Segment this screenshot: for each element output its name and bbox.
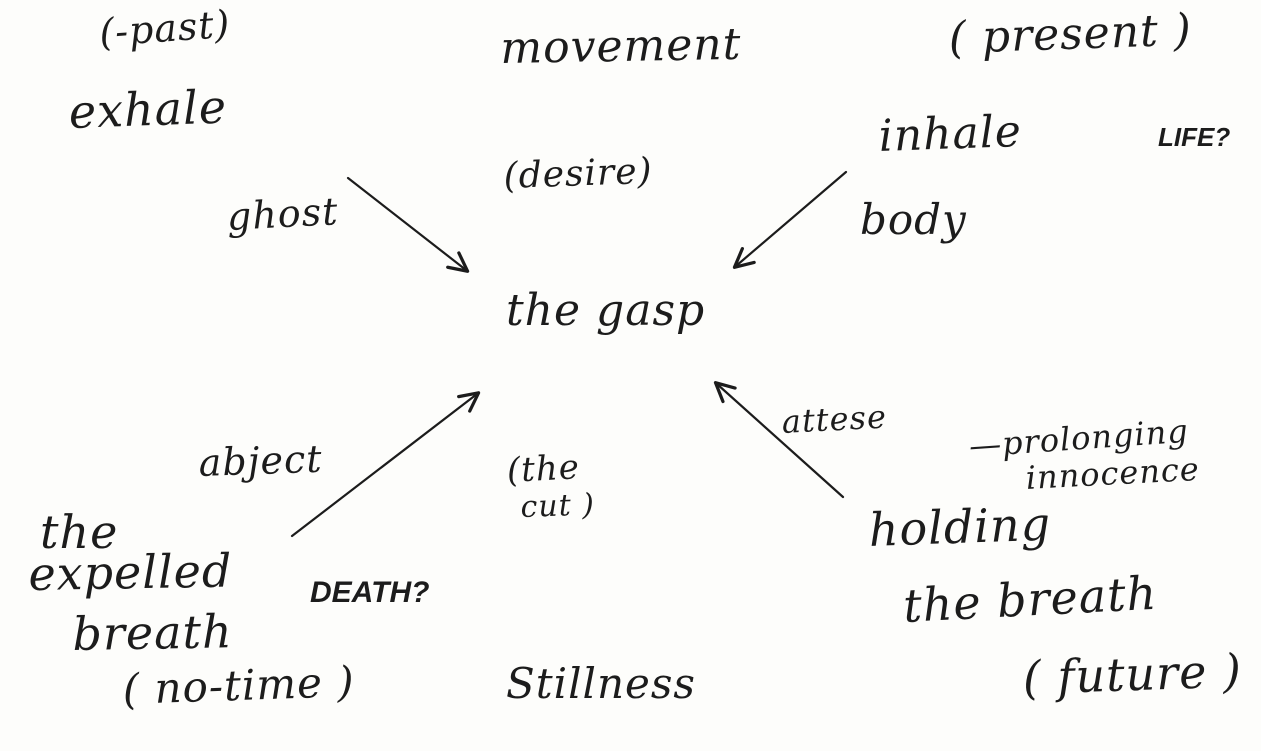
label-death-question: DEATH? [310, 576, 430, 609]
label-stillness: Stillness [506, 659, 696, 708]
label-expelled-breath-line1: the [40, 505, 119, 559]
label-exhale: exhale [67, 79, 228, 139]
label-expelled-breath-line3: breath [71, 604, 234, 661]
label-past: (-past) [97, 1, 232, 55]
label-desire: (desire) [502, 150, 654, 197]
label-holding: holding [867, 496, 1052, 557]
label-innocence: innocence [1024, 449, 1201, 497]
label-inhale: inhale [877, 106, 1023, 162]
label-the-cut-line2: cut ) [519, 487, 596, 525]
arrow-label-attese: attese [780, 397, 888, 441]
label-expelled-breath-line2: expelled [27, 543, 233, 601]
arrow-label-abject: abject [197, 436, 324, 485]
label-no-time: ( no-time ) [121, 656, 356, 714]
label-life-question: LIFE? [1158, 122, 1231, 152]
arrow-exhale-to-gasp [346, 176, 470, 273]
label-the-cut-line1: (the [505, 447, 581, 491]
label-the-breath: the breath [901, 565, 1159, 633]
arrow-label-ghost: ghost [225, 189, 340, 239]
label-present: ( present ) [947, 4, 1193, 64]
arrow-label-body: body [860, 195, 967, 244]
label-future: ( future ) [1021, 643, 1243, 705]
arrow-inhale-to-gasp [732, 170, 848, 269]
label-movement: movement [499, 18, 742, 74]
label-the-gasp-center: the gasp [506, 285, 706, 336]
